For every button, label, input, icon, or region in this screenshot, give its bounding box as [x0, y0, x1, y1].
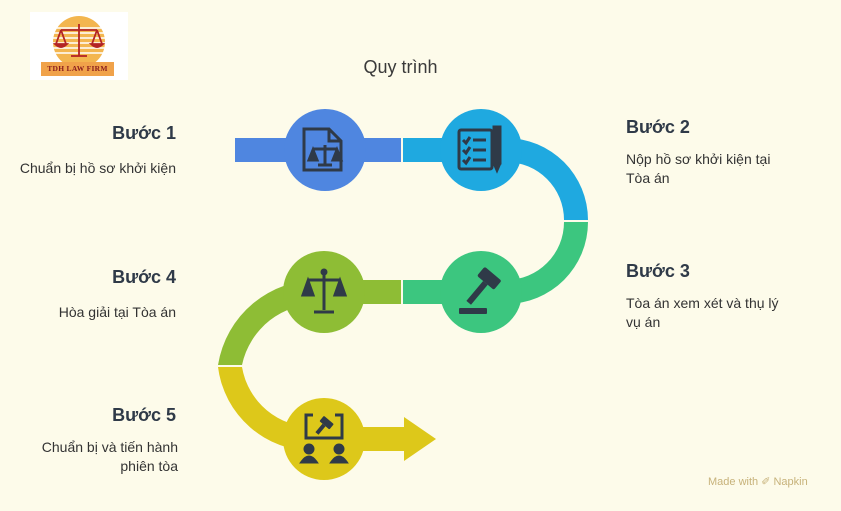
scales-icon	[300, 268, 348, 314]
step-3-title: Bước 3	[626, 261, 690, 281]
checklist-pen-icon	[457, 125, 502, 174]
scales-logo-icon	[52, 16, 106, 68]
page-title: Quy trình	[363, 57, 438, 77]
step-5-node	[283, 398, 365, 480]
step-3-desc: Tòa án xem xét và thụ lý vụ án	[626, 295, 779, 330]
logo-text: TDH LAW FIRM	[41, 62, 114, 76]
step-2-desc: Nộp hồ sơ khởi kiện tại Tòa án	[626, 151, 771, 186]
step-4-desc: Hòa giải tại Tòa án	[58, 304, 176, 320]
step-1-desc: Chuẩn bị hồ sơ khởi kiện	[19, 160, 176, 176]
step-3-node	[440, 251, 522, 333]
arrow-head	[404, 417, 436, 461]
document-scales-icon	[302, 127, 344, 172]
step-2-node	[440, 109, 522, 191]
gavel-icon	[459, 267, 501, 314]
step-5-desc: Chuẩn bị và tiến hành phiên tòa	[41, 439, 178, 474]
step-5-title: Bước 5	[112, 405, 176, 425]
step-1-node	[284, 109, 366, 191]
law-firm-logo: TDH LAW FIRM	[30, 12, 128, 80]
step-1-title: Bước 1	[112, 123, 176, 143]
courtroom-people-icon	[299, 413, 349, 464]
step-4-node	[283, 251, 365, 333]
step-2-title: Bước 2	[626, 117, 690, 137]
step-4-title: Bước 4	[112, 267, 176, 287]
napkin-watermark: Made with ✐ Napkin	[708, 476, 808, 488]
